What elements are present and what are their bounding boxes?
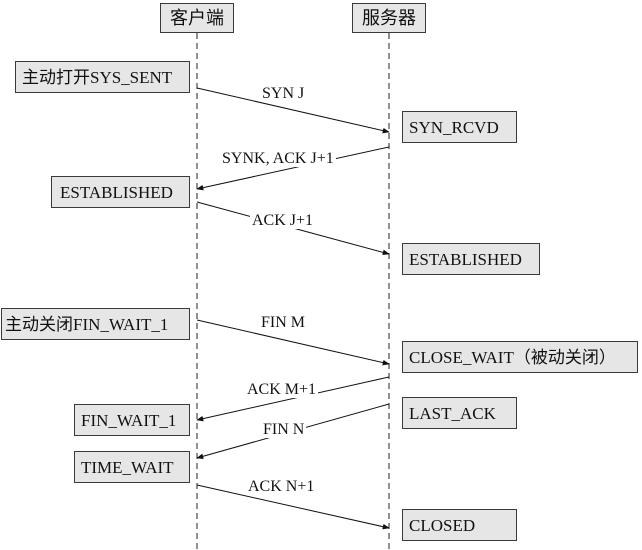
- message-label-fin-m: FIN M: [259, 314, 308, 331]
- message-label-fin-n: FIN N: [261, 421, 307, 438]
- message-label-synk-ack: SYNK, ACK J+1: [220, 150, 336, 167]
- arrow-fin-m: [196, 319, 390, 366]
- arrow-synk-ack: [196, 146, 390, 191]
- client-state-established: ESTABLISHED: [51, 176, 190, 208]
- server-header: 服务器: [352, 3, 426, 33]
- server-state-syn-rcvd: SYN_RCVD: [402, 111, 517, 143]
- server-state-last-ack: LAST_ACK: [402, 397, 517, 429]
- message-label-ack-j: ACK J+1: [250, 212, 316, 229]
- arrow-syn: [196, 87, 390, 134]
- client-state-fin-wait-1: FIN_WAIT_1: [74, 404, 190, 436]
- server-state-established: ESTABLISHED: [402, 243, 540, 275]
- message-label-ack-m: ACK M+1: [245, 381, 319, 398]
- server-state-close-wait: CLOSE_WAIT（被动关闭）: [402, 341, 638, 373]
- client-state-syn-sent: 主动打开SYS_SENT: [15, 61, 190, 93]
- message-label-syn: SYN J: [260, 85, 307, 102]
- message-label-ack-n: ACK N+1: [246, 478, 317, 495]
- client-state-time-wait: TIME_WAIT: [74, 451, 190, 483]
- arrow-ack-n: [196, 484, 390, 530]
- server-state-closed: CLOSED: [402, 509, 517, 541]
- arrow-ack-m: [196, 376, 390, 422]
- client-header: 客户端: [160, 3, 234, 33]
- client-state-fin-wait-1-active: 主动关闭FIN_WAIT_1: [1, 308, 190, 340]
